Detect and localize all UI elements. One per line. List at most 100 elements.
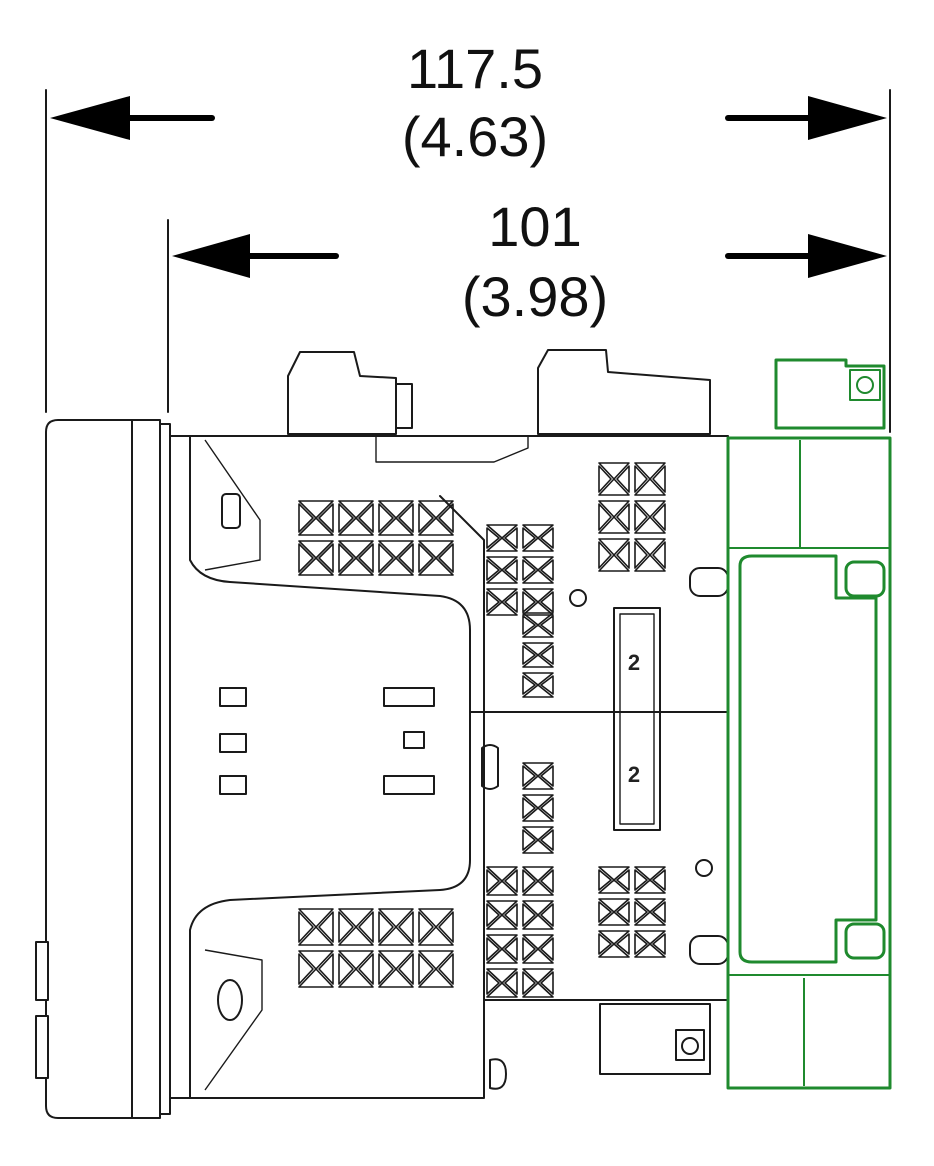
module-terminal-screw-box — [849, 369, 881, 401]
front-slots — [219, 687, 499, 795]
overall-dimension: 117.5 (4.63) — [50, 37, 887, 168]
lower-latch-arm — [204, 949, 263, 1091]
vent-cell — [486, 866, 518, 896]
lower-side-latch — [689, 935, 729, 965]
vent-cell — [378, 540, 414, 576]
vent-cell — [522, 612, 554, 638]
side-connector: 2 2 — [613, 607, 661, 831]
upper-side-latch — [689, 567, 729, 597]
module-terminal-screw-icon — [856, 376, 874, 394]
mounting-ear — [489, 1058, 507, 1090]
vent-cell — [522, 826, 554, 854]
center-latch — [481, 744, 499, 790]
body-dimension-mm: 101 — [488, 195, 581, 258]
housing-diagonal-rib — [439, 495, 485, 1001]
option-module-outline — [726, 436, 892, 1090]
upper-screw-hole — [569, 589, 587, 607]
slot-4 — [383, 687, 435, 707]
vent-cell — [522, 900, 554, 930]
bottom-terminal-screw — [681, 1037, 699, 1055]
vent-cell — [298, 950, 334, 988]
vent-cell — [598, 462, 630, 496]
option-module — [726, 358, 892, 1090]
vent-cell — [522, 934, 554, 964]
body-dimension: 101 (3.98) — [172, 195, 887, 328]
vent-cell — [522, 968, 554, 998]
vent-cell — [486, 900, 518, 930]
vent-cell — [522, 642, 554, 668]
vent-cell — [378, 500, 414, 536]
ventilation-grilles — [298, 462, 666, 998]
vent-cell — [634, 898, 666, 926]
body-dimension-inches: (3.98) — [462, 265, 608, 328]
vent-cell — [486, 588, 518, 616]
vent-cell — [418, 908, 454, 946]
vent-cell — [634, 538, 666, 572]
vent-cell — [522, 866, 554, 896]
top-connectors — [287, 349, 711, 463]
vent-cell — [486, 968, 518, 998]
vent-cell — [378, 950, 414, 988]
lower-latch-slot — [217, 979, 243, 1021]
vent-cell — [598, 898, 630, 926]
side-connector-inner — [619, 613, 655, 825]
bezel-flange — [159, 423, 171, 1115]
body-right-arrowhead — [808, 234, 887, 278]
overall-left-arrowhead — [50, 96, 130, 140]
vent-cell — [338, 500, 374, 536]
vent-cell — [634, 930, 666, 958]
housing-chassis-contour — [189, 435, 471, 1099]
vent-cell — [522, 588, 554, 616]
extension-lines — [45, 89, 891, 433]
vent-cell — [522, 672, 554, 698]
vent-cell — [486, 524, 518, 552]
overall-dimension-mm: 117.5 — [407, 37, 543, 100]
vent-cell — [634, 500, 666, 534]
connector-label-lower: 2 — [628, 762, 640, 787]
vent-cell — [298, 908, 334, 946]
vent-cell — [522, 524, 554, 552]
vent-cell — [634, 462, 666, 496]
vent-cell — [598, 930, 630, 958]
vent-cell — [486, 934, 518, 964]
front-bezel — [35, 419, 171, 1119]
bezel-clip-lower — [35, 1015, 49, 1079]
vent-cell — [338, 908, 374, 946]
vent-cell — [598, 500, 630, 534]
vent-cell — [378, 908, 414, 946]
vent-cell — [522, 556, 554, 584]
overall-right-arrowhead — [808, 96, 887, 140]
body-left-arrowhead — [172, 234, 250, 278]
vent-cell — [418, 540, 454, 576]
slot-3 — [219, 775, 247, 795]
vent-cell — [298, 540, 334, 576]
upper-latch-arm — [204, 439, 261, 571]
bottom-terminal-screw-box — [675, 1029, 705, 1061]
module-front-panel — [738, 554, 878, 964]
connector-label-upper: 2 — [628, 650, 640, 675]
vent-cell — [418, 950, 454, 988]
vent-cell — [338, 540, 374, 576]
slot-6 — [383, 775, 435, 795]
slot-1 — [219, 687, 247, 707]
top-connector-left — [287, 351, 397, 435]
top-connector-shroud — [375, 436, 529, 463]
vent-cell — [598, 866, 630, 894]
vent-cell — [634, 866, 666, 894]
side-latches — [689, 567, 729, 965]
upper-latch-slot — [221, 493, 241, 529]
vent-cell — [522, 762, 554, 790]
slot-2 — [219, 733, 247, 753]
main-housing — [169, 435, 729, 1099]
overall-dimension-inches: (4.63) — [402, 105, 548, 168]
vent-cell — [486, 556, 518, 584]
vent-cell — [418, 500, 454, 536]
vent-cell — [598, 538, 630, 572]
lower-screw-hole — [695, 859, 713, 877]
vent-cell — [338, 950, 374, 988]
side-connector-body — [613, 607, 661, 831]
bottom-terminal — [599, 1003, 711, 1075]
module-top-terminal — [774, 358, 886, 430]
vent-cell — [522, 794, 554, 822]
